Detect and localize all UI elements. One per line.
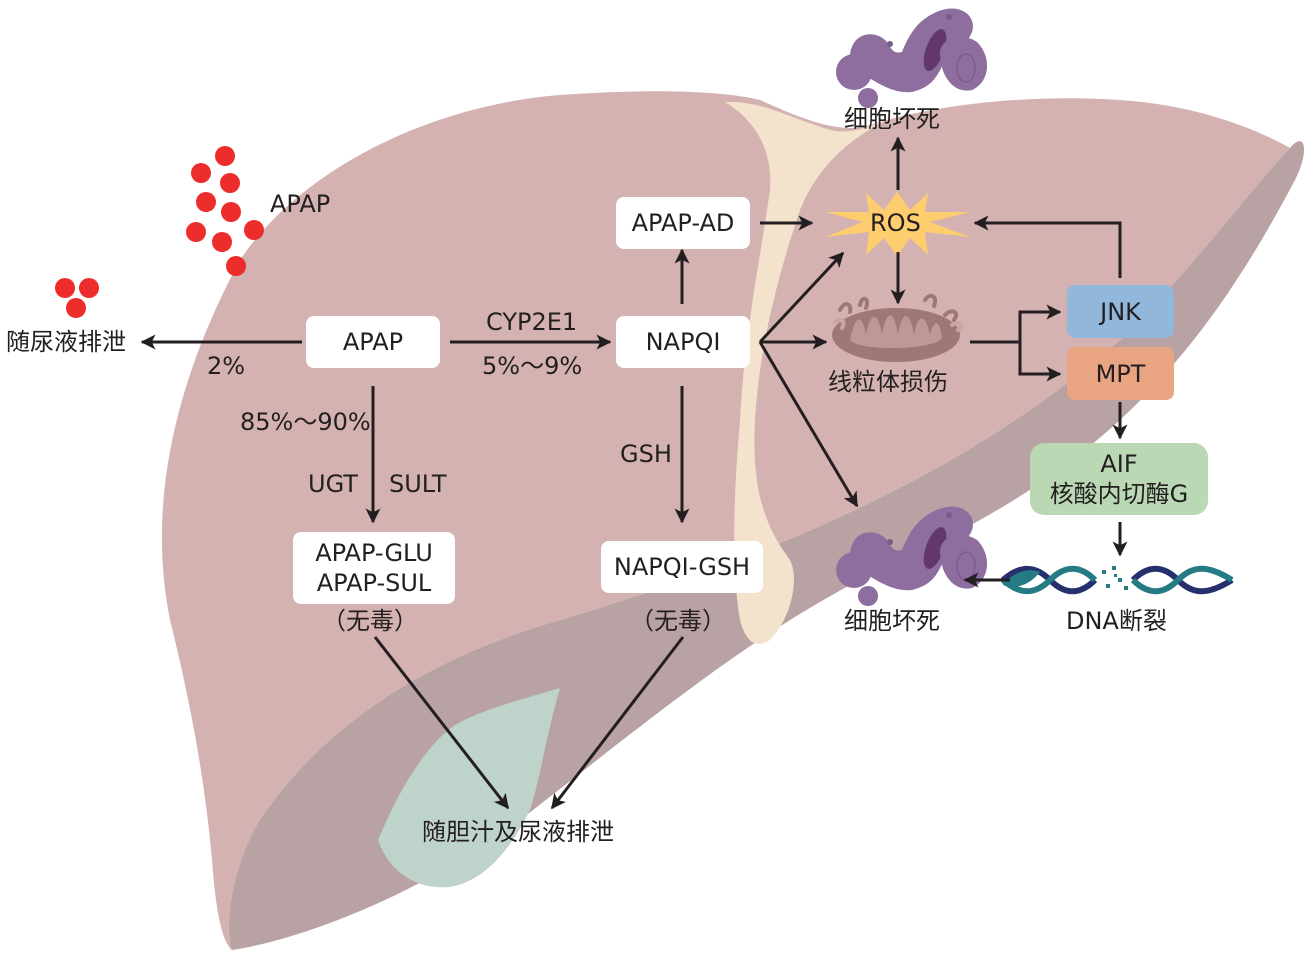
node-napqi-gsh-label: NAPQI-GSH [613, 553, 751, 581]
urine-excretion-label: 随尿液排泄 [6, 328, 126, 356]
ros-label: ROS [870, 209, 921, 237]
nontoxic-label-2: （无毒） [630, 607, 726, 635]
node-aif-label: AIF [1100, 450, 1138, 478]
damaged-mitochondrion-icon [832, 293, 963, 362]
arrow-jnk-to-ros [973, 215, 1122, 278]
node-napqi[interactable]: NAPQI [616, 316, 750, 368]
nontoxic-label-1: （无毒） [322, 607, 418, 635]
arrow-napqi-to-necrosis [758, 341, 859, 508]
arrow-napqi-gsh-to-excretion [550, 636, 685, 810]
arrow-conjugates-to-excretion [373, 636, 510, 810]
node-apap[interactable]: APAP [306, 316, 440, 368]
node-mpt[interactable]: MPT [1067, 347, 1174, 400]
bile-urine-excretion-label: 随胆汁及尿液排泄 [422, 818, 614, 846]
necrotic-cell-icon-top [836, 8, 988, 108]
cyp2e1-label: CYP2E1 [486, 308, 578, 336]
arrow-mito-to-mpt [1018, 342, 1062, 382]
node-aif-endonuclease-g[interactable]: AIF 核酸内切酶G [1030, 443, 1208, 515]
node-apap-label: APAP [342, 328, 404, 356]
falciform-ligament [725, 101, 905, 644]
node-mpt-label: MPT [1095, 359, 1146, 388]
ugt-label: UGT [308, 470, 358, 498]
arrow-mito-to-jnk [1018, 304, 1062, 342]
node-napqi-label: NAPQI [645, 328, 721, 356]
sult-label: SULT [389, 470, 447, 498]
liver-body [161, 91, 1291, 951]
ros-burst-icon [825, 192, 970, 256]
necrosis-top-label: 细胞坏死 [844, 105, 940, 133]
pct-conj-label: 85%～90% [240, 408, 371, 436]
dna-break-label: DNA断裂 [1066, 607, 1167, 635]
apap-particles-icon [186, 146, 264, 276]
dna-break-icon [1001, 565, 1234, 595]
gallbladder [378, 688, 560, 888]
excreted-apap-particles-icon [55, 278, 99, 318]
mito-damage-label: 线粒体损伤 [828, 368, 948, 396]
node-apap-ad[interactable]: APAP-AD [616, 197, 750, 249]
gsh-label: GSH [620, 440, 672, 468]
node-apap-ad-label: APAP-AD [631, 209, 735, 237]
node-apap-sul-label: APAP-SUL [316, 569, 432, 597]
arrows [140, 136, 1128, 810]
node-apap-glu-label: APAP-GLU [315, 539, 433, 567]
node-jnk[interactable]: JNK [1067, 285, 1174, 338]
node-endonuclease-g-label: 核酸内切酶G [1049, 480, 1189, 508]
pct-cyp-label: 5%～9% [482, 352, 583, 380]
necrosis-bottom-label: 细胞坏死 [844, 607, 940, 635]
node-napqi-gsh[interactable]: NAPQI-GSH [601, 541, 763, 593]
node-jnk-label: JNK [1100, 297, 1141, 326]
apap-drug-label: APAP [270, 190, 331, 218]
node-apap-conjugates[interactable]: APAP-GLU APAP-SUL [293, 532, 455, 604]
arrow-napqi-to-ros [758, 251, 845, 344]
pct-urine-label: 2% [207, 352, 246, 380]
